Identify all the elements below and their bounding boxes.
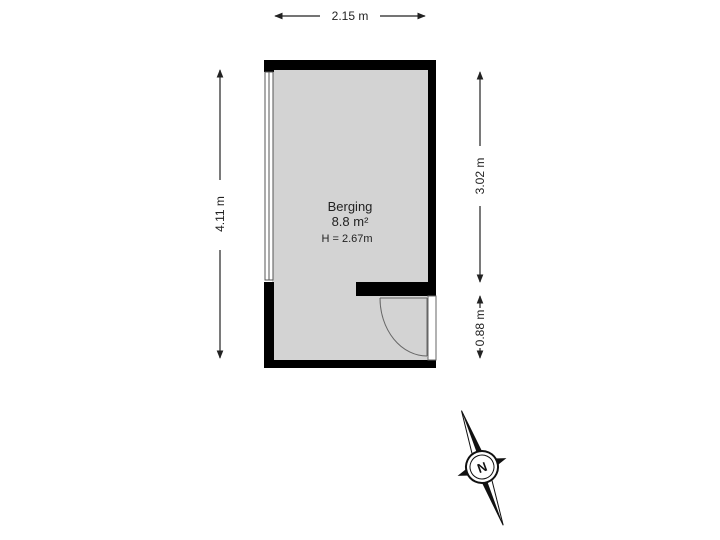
dimension-left-height: 4.11 m bbox=[213, 69, 227, 359]
room-floor bbox=[272, 70, 430, 360]
dimension-right-upper: 3.02 m bbox=[473, 71, 487, 283]
door bbox=[379, 295, 437, 361]
wall-left-upper-stub bbox=[264, 60, 274, 72]
compass-needle-south-shade bbox=[482, 480, 504, 526]
wall-left-lower bbox=[264, 282, 274, 368]
room-height: H = 2.67m bbox=[321, 233, 372, 245]
dimension-label: 0.88 m bbox=[473, 310, 487, 347]
room-name: Berging bbox=[328, 199, 373, 214]
window-left bbox=[264, 71, 274, 281]
room-area: 8.8 m² bbox=[332, 214, 370, 229]
room-labels: Berging 8.8 m² H = 2.67m bbox=[321, 199, 372, 245]
wall-right bbox=[428, 60, 436, 296]
dimension-label: 2.15 m bbox=[332, 9, 369, 23]
compass-ring-inner bbox=[469, 454, 495, 480]
door-opening bbox=[427, 295, 437, 361]
dimension-top-width: 2.15 m bbox=[274, 9, 426, 23]
wall-top bbox=[264, 60, 436, 70]
wall-bottom bbox=[264, 360, 436, 368]
compass-rose: N bbox=[457, 410, 507, 526]
walls bbox=[264, 60, 436, 368]
compass-needle-north-shade bbox=[461, 410, 482, 454]
dimension-label: 3.02 m bbox=[473, 158, 487, 195]
wall-inner-return bbox=[356, 282, 436, 296]
door-swing-arc bbox=[379, 297, 428, 357]
dimension-right-lower: 0.88 m bbox=[473, 295, 487, 359]
dimension-label: 4.11 m bbox=[213, 196, 227, 232]
